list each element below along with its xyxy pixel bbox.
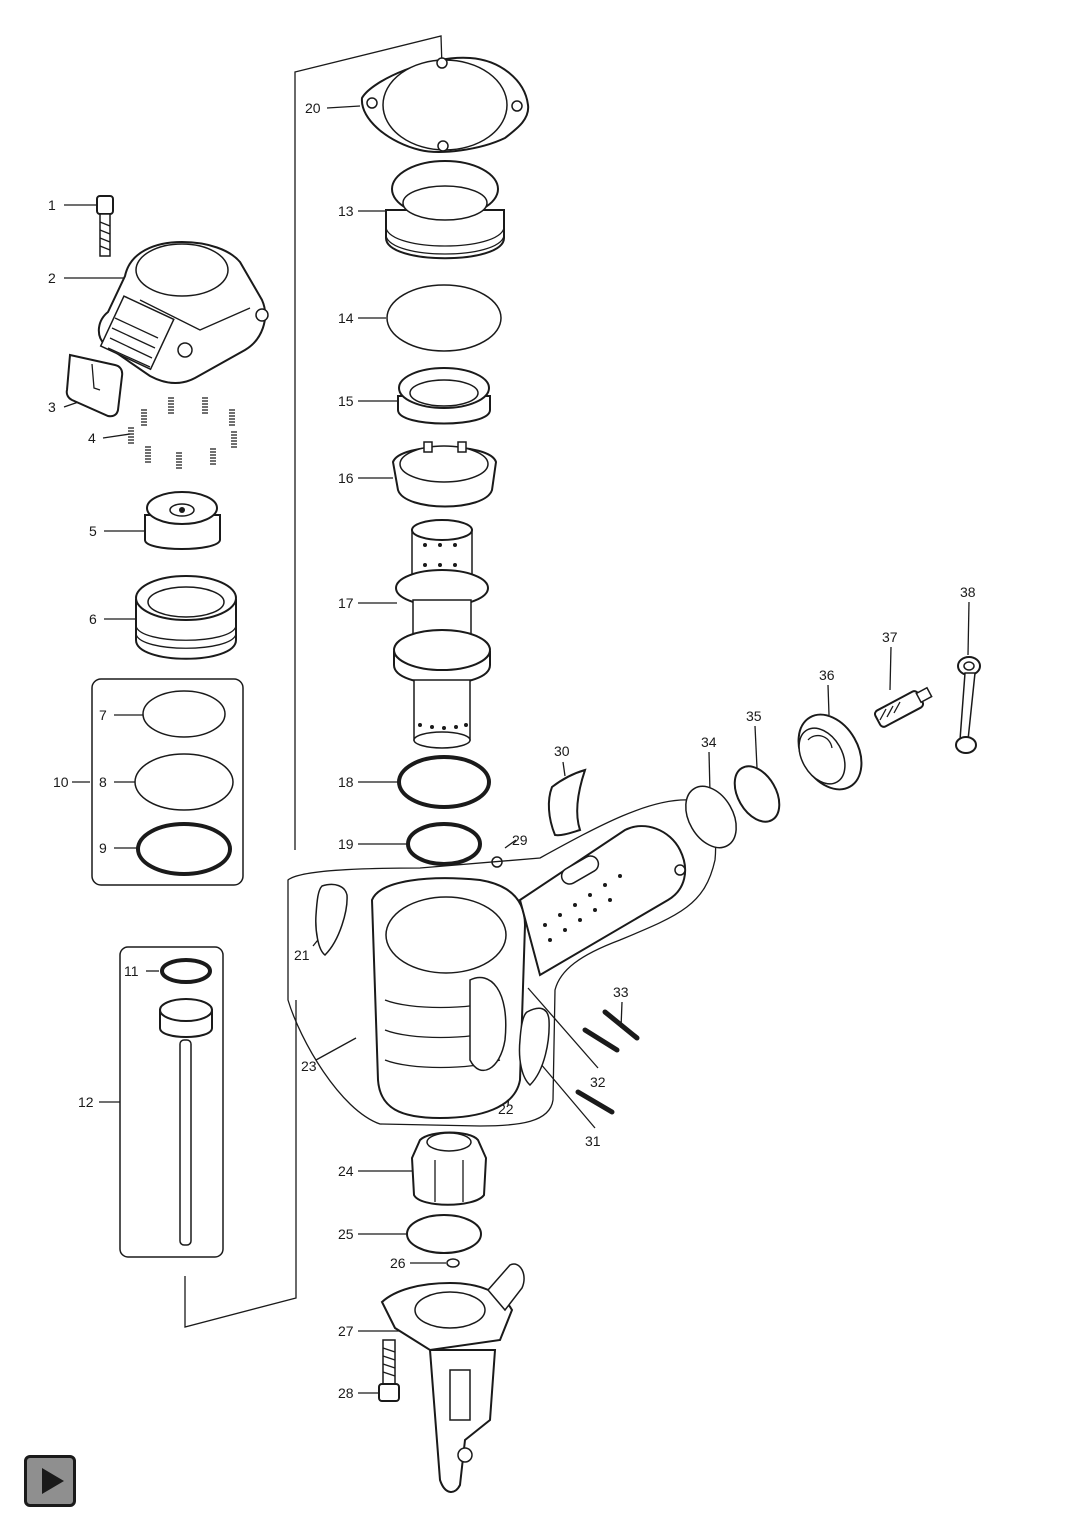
label-part-11: 11: [124, 963, 139, 979]
part-1-screw: [96, 195, 114, 257]
part-12-piston-driver: [159, 998, 213, 1246]
part-16-retainer: [391, 441, 498, 508]
part-21-insert: [315, 883, 348, 956]
label-part-13: 13: [338, 203, 354, 219]
part-14-seal: [386, 284, 502, 352]
label-part-6: 6: [89, 611, 97, 627]
label-part-1: 1: [48, 197, 56, 213]
label-part-38: 38: [960, 584, 976, 600]
label-part-18: 18: [338, 774, 354, 790]
label-part-12: 12: [78, 1094, 94, 1110]
label-part-10: 10: [53, 774, 69, 790]
label-part-22: 22: [498, 1101, 514, 1117]
label-part-17: 17: [338, 595, 354, 611]
label-part-31: 31: [585, 1133, 601, 1149]
part-28-bolt: [378, 1339, 400, 1402]
main-body: [370, 825, 687, 1120]
part-3-deflector: [65, 353, 124, 418]
label-part-8: 8: [99, 774, 107, 790]
part-4-springs: [128, 397, 237, 469]
part-15-bushing: [397, 367, 491, 425]
part-35-o-ring: [733, 765, 781, 823]
leader-lines: [63, 105, 970, 1394]
label-part-37: 37: [882, 629, 898, 645]
label-part-34: 34: [701, 734, 717, 750]
label-part-14: 14: [338, 310, 354, 326]
part-33-pin: [602, 1009, 640, 1041]
part-17-cylinder: [393, 519, 491, 749]
label-part-26: 26: [390, 1255, 406, 1271]
part-8-o-ring: [134, 753, 234, 811]
label-part-9: 9: [99, 840, 107, 856]
label-part-27: 27: [338, 1323, 354, 1339]
label-part-21: 21: [294, 947, 310, 963]
label-part-5: 5: [89, 523, 97, 539]
part-19-o-ring: [406, 822, 482, 866]
part-11-o-ring: [160, 958, 212, 984]
label-part-23: 23: [301, 1058, 317, 1074]
part-13-sleeve: [385, 160, 505, 260]
part-25-o-ring: [406, 1214, 482, 1254]
label-part-32: 32: [590, 1074, 606, 1090]
label-part-24: 24: [338, 1163, 354, 1179]
part-34-disc: [685, 785, 737, 849]
part-22-insert: [518, 1007, 550, 1087]
part-6-head: [135, 575, 237, 660]
label-part-7: 7: [99, 707, 107, 723]
label-part-29: 29: [512, 832, 528, 848]
label-part-36: 36: [819, 667, 835, 683]
part-37-fitting: [873, 686, 933, 728]
part-5-valve: [144, 491, 221, 550]
part-32-pin: [582, 1027, 620, 1053]
part-23-housing-outline: [287, 799, 717, 1127]
part-27-nose: [380, 1263, 525, 1493]
part-7-o-ring: [142, 690, 226, 738]
label-part-3: 3: [48, 399, 56, 415]
play-button[interactable]: [24, 1455, 76, 1507]
label-part-2: 2: [48, 270, 56, 286]
part-30-plate: [547, 768, 587, 837]
callout-labels: 1 2 3 4 5 6 7 8 9 10 11 12 13 14 15 16 1…: [48, 100, 976, 1401]
label-part-35: 35: [746, 708, 762, 724]
label-part-20: 20: [305, 100, 321, 116]
label-part-19: 19: [338, 836, 354, 852]
label-part-4: 4: [88, 430, 96, 446]
piston-kit-box: [119, 946, 224, 1258]
o-ring-kit-box: [91, 678, 244, 886]
part-20-gasket: [360, 56, 530, 153]
part-24-nut: [410, 1131, 488, 1206]
part-2-cap: [97, 240, 269, 384]
part-9-o-ring: [136, 822, 232, 876]
label-part-25: 25: [338, 1226, 354, 1242]
play-icon: [42, 1468, 64, 1494]
label-part-30: 30: [554, 743, 570, 759]
part-26-washer: [446, 1258, 460, 1268]
label-part-15: 15: [338, 393, 354, 409]
label-part-28: 28: [338, 1385, 354, 1401]
label-part-33: 33: [613, 984, 629, 1000]
part-38-dust-cap: [955, 656, 981, 754]
part-18-o-ring: [397, 755, 491, 809]
part-36-end-cap: [797, 713, 863, 791]
part-31-pin: [575, 1089, 615, 1115]
label-part-16: 16: [338, 470, 354, 486]
